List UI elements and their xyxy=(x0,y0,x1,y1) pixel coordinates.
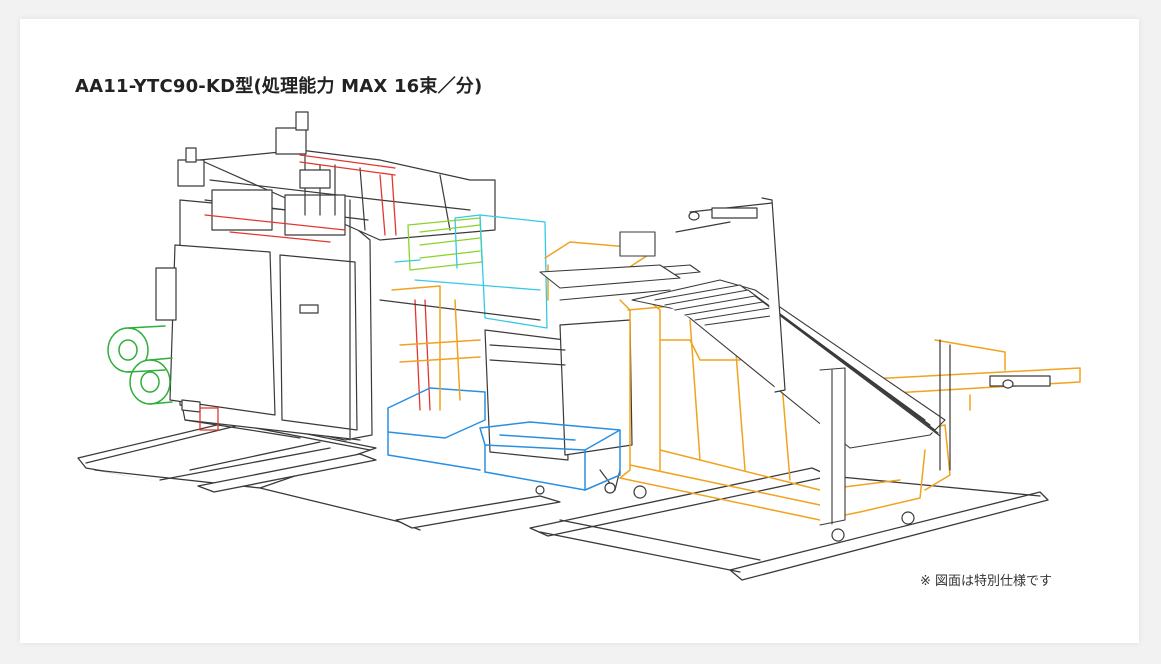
figure-title: AA11-YTC90-KD型(処理能力 MAX 16束／分) xyxy=(75,76,483,97)
reel-rollers xyxy=(107,325,173,405)
blue-hopper xyxy=(387,387,621,491)
middle-frame xyxy=(379,299,633,491)
footnote: ※ 図面は特別仕様です xyxy=(920,574,1053,589)
floor-rails xyxy=(77,419,1049,581)
incline-conveyor xyxy=(539,231,946,526)
upper-roller-assembly xyxy=(675,197,1051,471)
casters xyxy=(535,482,915,542)
red-details xyxy=(199,154,431,431)
cyan-box xyxy=(394,214,548,329)
green-chute xyxy=(407,217,483,271)
main-machine xyxy=(155,111,496,441)
